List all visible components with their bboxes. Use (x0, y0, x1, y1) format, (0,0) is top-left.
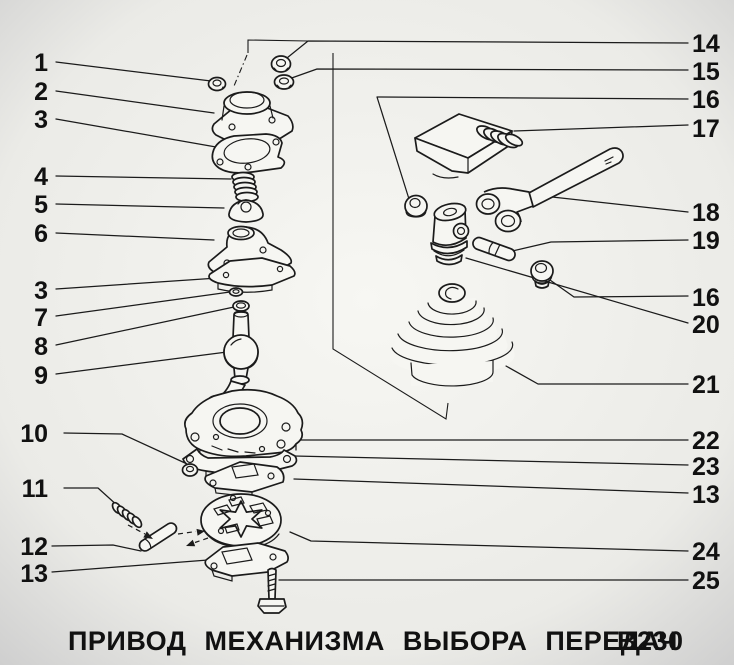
callout-22: 22 (692, 427, 720, 455)
knob-part-17 (414, 113, 524, 179)
callout-14: 14 (692, 30, 720, 58)
stud-nut-part-14 (270, 55, 292, 73)
boot-part-21 (390, 283, 515, 387)
callout-23: 23 (692, 453, 720, 481)
pin-part-19 (472, 236, 516, 262)
callout-1: 1 (34, 49, 48, 77)
callout-13: 13 (20, 560, 48, 588)
callout-6: 6 (34, 220, 48, 248)
callout-10: 10 (20, 420, 48, 448)
callout-21: 21 (692, 371, 720, 399)
nut-part-1 (207, 76, 227, 92)
callout-labels-left: 1 2 3 4 5 6 3 7 8 9 10 11 12 13 (20, 49, 48, 588)
figure-caption: ПРИВОД МЕХАНИЗМА ВЫБОРА ПЕРЕДАЧ (68, 626, 678, 656)
bolt-part-25 (257, 567, 287, 614)
callout-4: 4 (34, 163, 48, 191)
callout-3: 3 (34, 106, 48, 134)
callout-labels-right: 14 15 16 17 18 19 16 20 21 22 23 13 24 2… (692, 30, 720, 595)
callout-16: 16 (692, 86, 720, 114)
callout-2: 2 (34, 78, 48, 106)
callout-24: 24 (692, 538, 720, 566)
callout-16b: 16 (692, 284, 720, 312)
assembly-direction-arrows (127, 524, 209, 547)
callout-8: 8 (34, 333, 48, 361)
callout-7: 7 (34, 304, 48, 332)
guide-plate-part-24 (200, 493, 282, 548)
callout-12: 12 (20, 533, 48, 561)
callout-9: 9 (34, 362, 48, 390)
spring-part-11 (111, 501, 143, 529)
callout-20: 20 (692, 311, 720, 339)
callout-3b: 3 (34, 277, 48, 305)
plate-part-13-upper (204, 461, 285, 498)
nut-part-10 (181, 463, 199, 477)
bushing-part-16-left (404, 194, 428, 218)
callout-19: 19 (692, 227, 720, 255)
leader-lines-left (51, 61, 235, 573)
figure-code: В230 (617, 626, 684, 656)
spring-part-4 (231, 171, 259, 203)
callout-11: 11 (22, 475, 49, 503)
leader-lines-right (278, 40, 689, 581)
roller-pin-part-12 (138, 522, 178, 552)
callout-17: 17 (692, 115, 720, 143)
callout-13b: 13 (692, 481, 720, 509)
gasket-part-3-lower (208, 257, 296, 293)
callout-18: 18 (692, 199, 720, 227)
gasket-part-3-upper (211, 133, 286, 174)
callout-5: 5 (34, 191, 48, 219)
bushing-part-16-right (530, 260, 554, 289)
block-part-20 (430, 202, 470, 266)
gasket-part-13-lower (204, 542, 289, 582)
reference-lines (233, 39, 449, 420)
selector-rod-part-18 (475, 147, 624, 233)
ring-part-7 (228, 287, 244, 297)
ring-part-8 (232, 300, 250, 312)
stud-nut-part-15 (273, 74, 295, 90)
figure-caption-group: ПРИВОД МЕХАНИЗМА ВЫБОРА ПЕРЕДАЧ В230 (68, 626, 684, 656)
callout-25: 25 (692, 567, 720, 595)
callout-15: 15 (692, 58, 720, 86)
spherical-washer-part-5 (228, 199, 264, 223)
